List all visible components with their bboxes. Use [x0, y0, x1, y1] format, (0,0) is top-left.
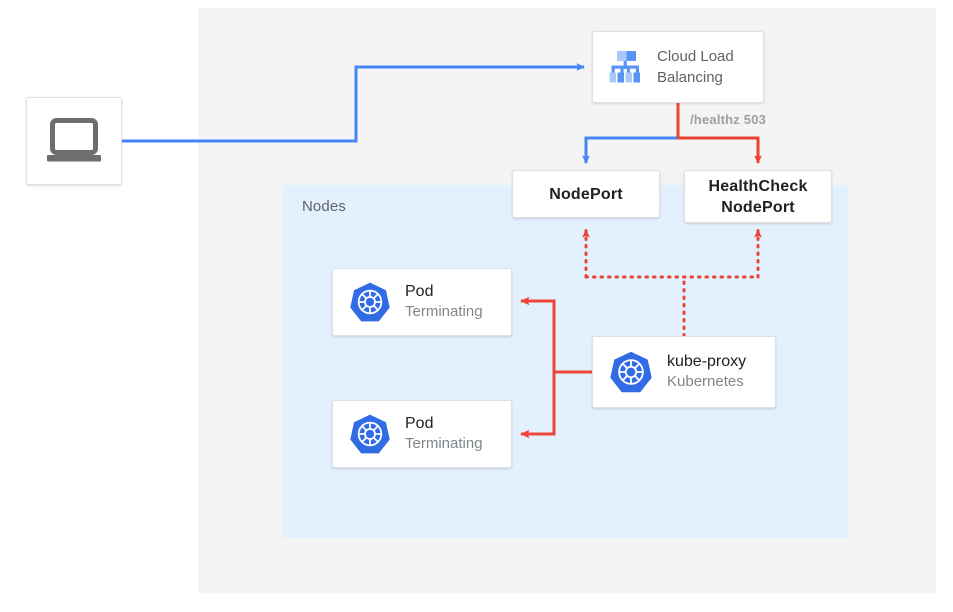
pod-1-status: Terminating [405, 303, 483, 320]
nodeport-node[interactable]: NodePort [512, 170, 660, 218]
pod-node-2[interactable]: Pod Terminating [332, 400, 512, 468]
pod-node-1[interactable]: Pod Terminating [332, 268, 512, 336]
healthcheck-nodeport-label: HealthCheck NodePort [708, 176, 807, 218]
kube-proxy-node[interactable]: kube-proxy Kubernetes [592, 336, 776, 408]
nodes-region-label: Nodes [302, 198, 346, 215]
cloud-load-balancing-label: Cloud Load Balancing [657, 46, 734, 88]
kube-proxy-title: kube-proxy [667, 353, 747, 370]
client-node[interactable] [26, 97, 122, 185]
cloud-load-balancing-icon [604, 46, 646, 88]
pod-1-title: Pod [405, 283, 434, 300]
cloud-load-balancing-node[interactable]: Cloud Load Balancing [592, 31, 764, 103]
pod-1-text: Pod Terminating [405, 282, 483, 322]
healthcheck-nodeport-node[interactable]: HealthCheck NodePort [684, 170, 832, 223]
kube-proxy-subtitle: Kubernetes [667, 373, 744, 390]
nodeport-label: NodePort [549, 185, 623, 203]
cloud-load-balancing-label-line2: Balancing [657, 69, 723, 86]
kubernetes-icon [609, 350, 653, 394]
kube-proxy-text: kube-proxy Kubernetes [667, 352, 746, 392]
kubernetes-icon [349, 281, 391, 323]
healthz-edge-label: /healthz 503 [690, 112, 767, 127]
healthcheck-nodeport-label-line2: NodePort [721, 198, 795, 216]
pod-2-title: Pod [405, 415, 434, 432]
pod-2-status: Terminating [405, 435, 483, 452]
cloud-load-balancing-label-line1: Cloud Load [657, 48, 734, 65]
kubernetes-icon [349, 413, 391, 455]
healthcheck-nodeport-label-line1: HealthCheck [708, 177, 808, 195]
pod-2-text: Pod Terminating [405, 414, 483, 454]
laptop-icon [44, 117, 104, 165]
